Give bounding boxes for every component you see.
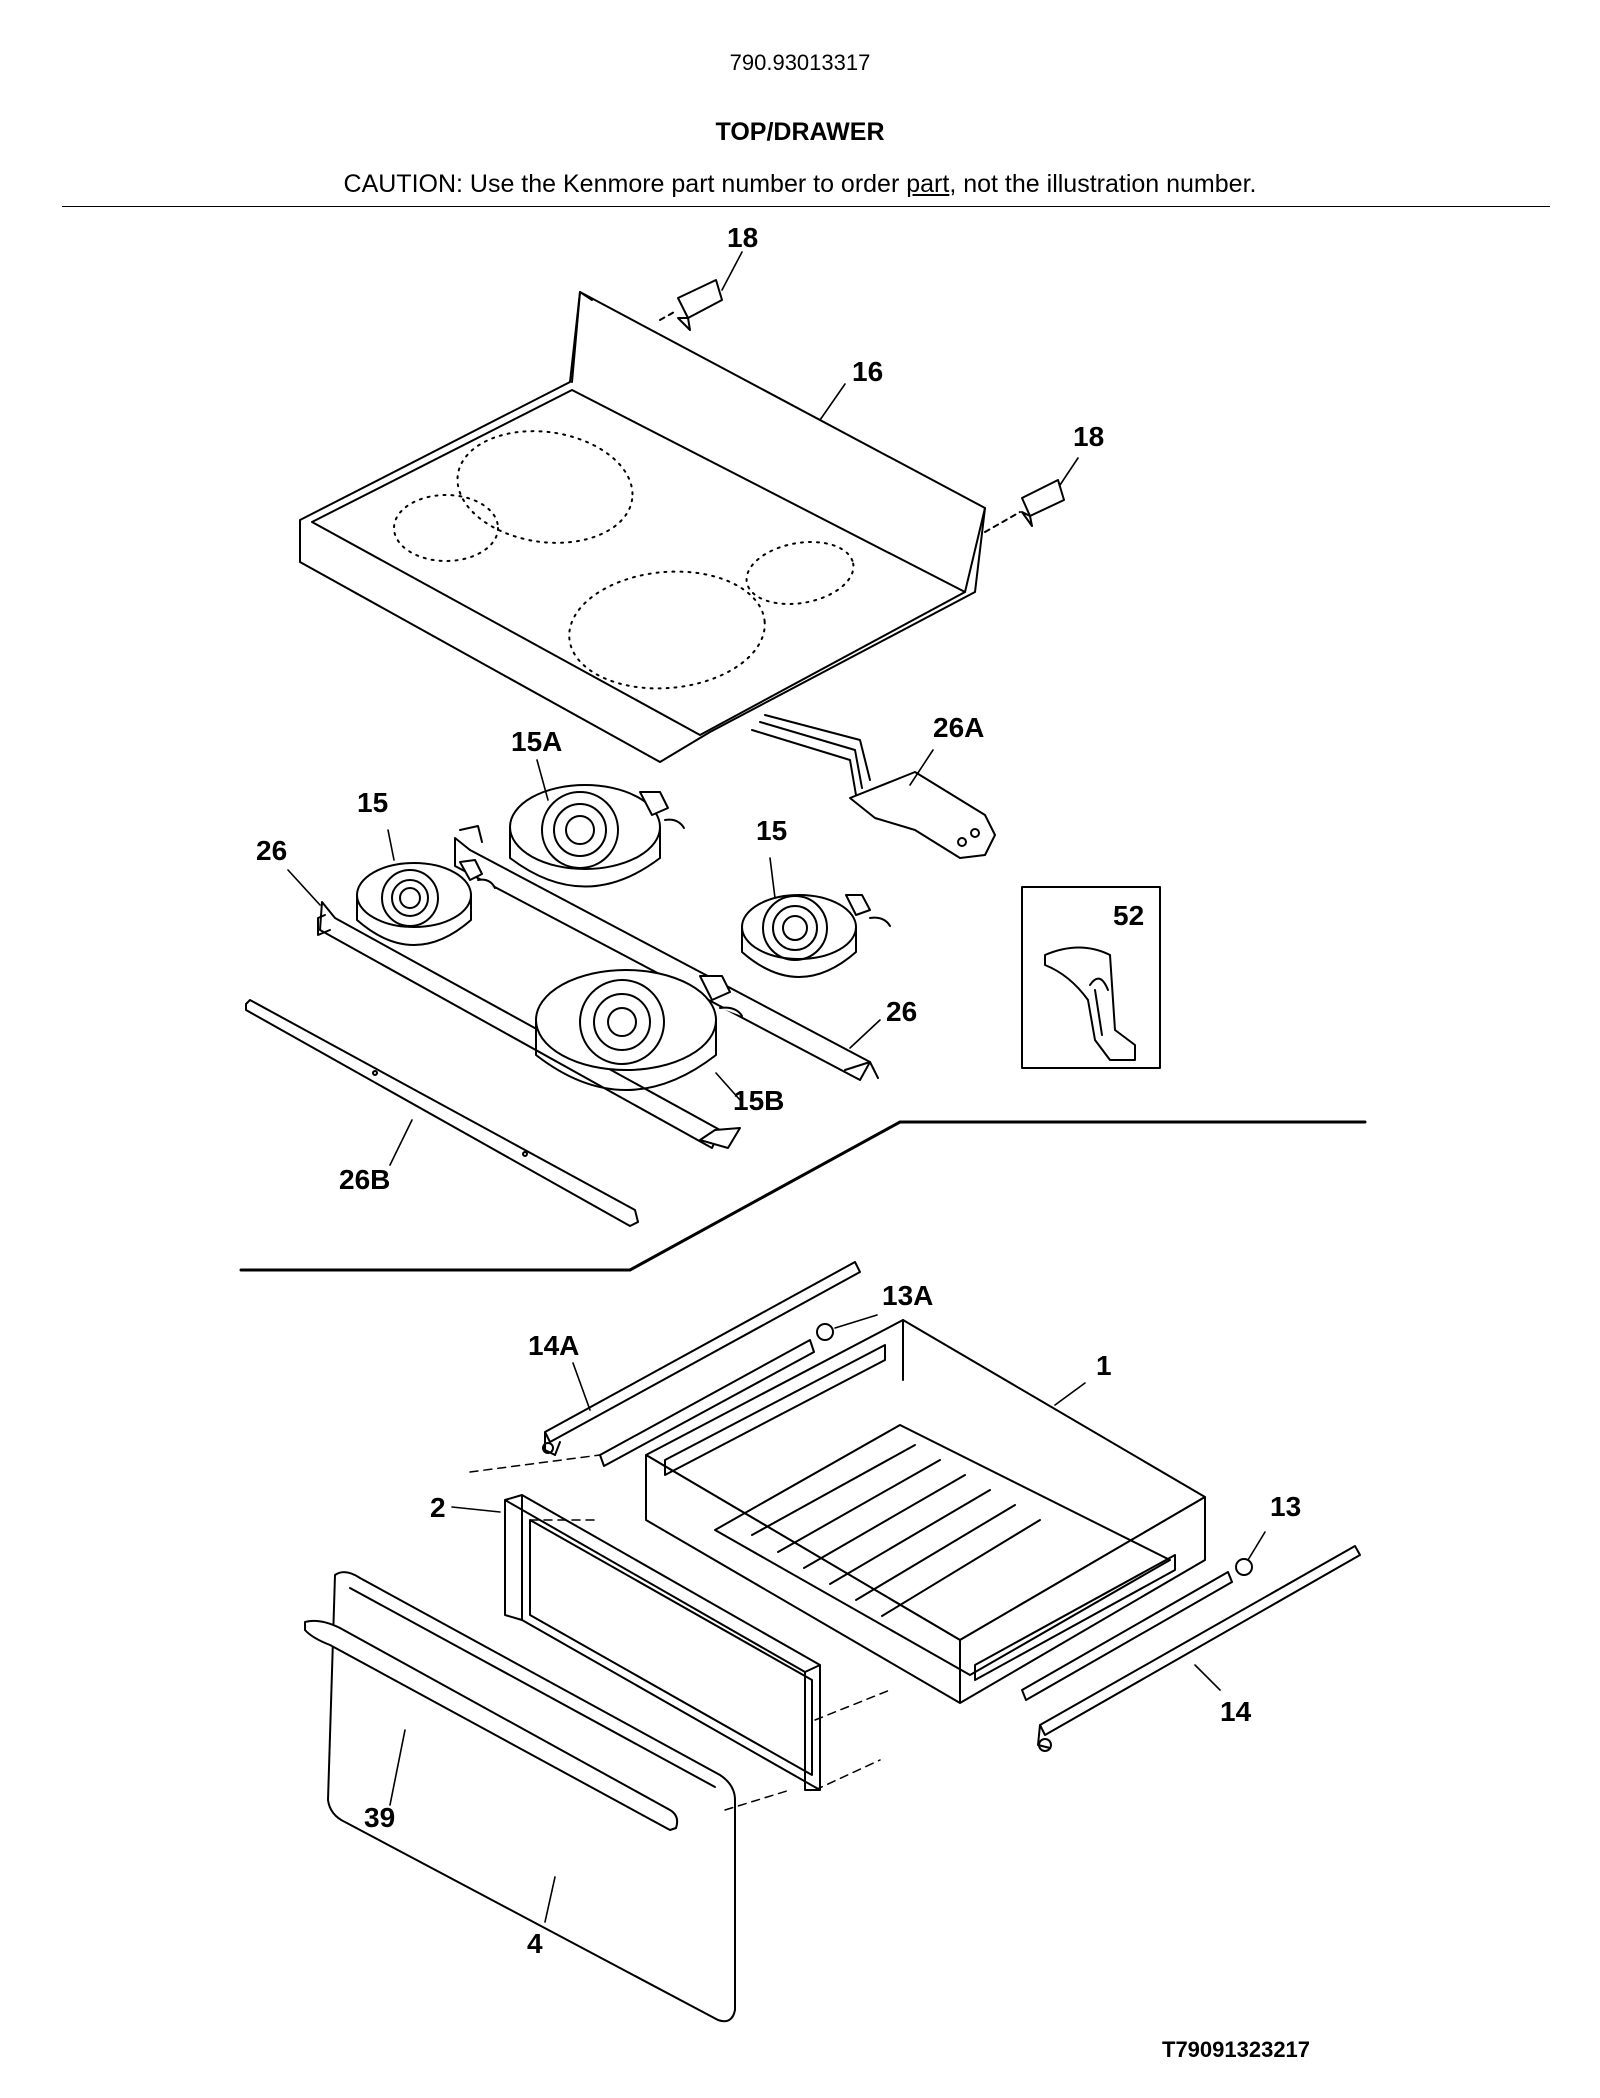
- callout-14A: 14A: [528, 1330, 579, 1361]
- callout-13: 13: [1270, 1491, 1301, 1522]
- diagram-id: T79091323217: [1162, 2037, 1311, 2062]
- callout-15A: 15A: [511, 726, 562, 757]
- front-trim-strip: [245, 999, 639, 1227]
- mounting-bracket-left: [659, 279, 723, 331]
- callout-15-right: 15: [756, 815, 787, 846]
- drawer-frame: [504, 1494, 821, 1791]
- callout-4: 4: [527, 1928, 543, 1959]
- burner-element-left: [356, 859, 496, 946]
- inset-box-52: [1021, 886, 1161, 1069]
- drawer-rail-left: [542, 1261, 861, 1456]
- callout-13A: 13A: [882, 1280, 933, 1311]
- callout-26-right: 26: [886, 996, 917, 1027]
- callout-26A: 26A: [933, 712, 984, 743]
- callout-14: 14: [1220, 1696, 1252, 1727]
- burner-element-right: [741, 894, 891, 978]
- burner-mount-bracket-rear: [454, 825, 879, 1081]
- caution-text-prefix: CAUTION: Use the Kenmore part number to …: [343, 170, 907, 198]
- callout-2: 2: [430, 1492, 446, 1523]
- callout-18-right: 18: [1073, 421, 1104, 452]
- callout-26B: 26B: [339, 1164, 390, 1195]
- callout-1: 1: [1096, 1350, 1112, 1381]
- burner-mount-bracket-front: [317, 901, 741, 1149]
- section-title: TOP/DRAWER: [715, 118, 885, 146]
- cooktop-assembly: [299, 291, 986, 763]
- drawer-handle: [304, 1619, 679, 1831]
- drawer-body: [645, 1319, 1206, 1704]
- drawer-rail-right: [1037, 1545, 1361, 1752]
- caution-text-suffix: , not the illustration number.: [949, 170, 1257, 198]
- assembly-guide-lines: [469, 1454, 891, 1811]
- burner-element-rear-large: [509, 784, 685, 888]
- drawer-roller-right: [1021, 1558, 1253, 1701]
- callout-15-left: 15: [357, 787, 388, 818]
- section-divider-line: [239, 1120, 1367, 1272]
- callout-52: 52: [1113, 900, 1144, 931]
- callout-18-left: 18: [727, 222, 758, 253]
- model-number: 790.93013317: [729, 50, 871, 75]
- callout-26-left: 26: [256, 835, 287, 866]
- header-divider: [62, 206, 1550, 207]
- mounting-bracket-right: [984, 479, 1065, 533]
- burner-element-front-large: [535, 969, 743, 1091]
- callout-16: 16: [852, 356, 883, 387]
- caution-note: CAUTION: Use the Kenmore part number to …: [0, 170, 1600, 199]
- leader-lines: [287, 251, 1266, 1923]
- callout-15B: 15B: [733, 1085, 784, 1116]
- drawer-roller-left: [599, 1323, 834, 1467]
- part-link[interactable]: part: [906, 170, 950, 198]
- wire-harness: [751, 714, 996, 859]
- callout-39: 39: [364, 1802, 395, 1833]
